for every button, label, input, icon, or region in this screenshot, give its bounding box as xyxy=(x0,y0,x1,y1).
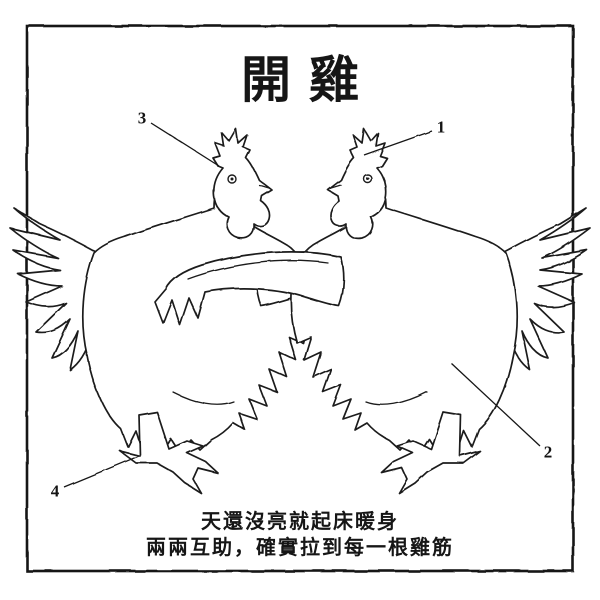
border-frame xyxy=(25,24,575,573)
caption-line-2: 兩兩互助，確實拉到每一根雞筋 xyxy=(146,537,454,559)
callout-line-2 xyxy=(451,363,541,447)
callout-label-4: 4 xyxy=(50,481,60,501)
callout-label-1: 1 xyxy=(436,117,446,137)
callout-line-3 xyxy=(150,122,220,167)
callout-label-3: 3 xyxy=(137,108,147,128)
caption-line-1: 天還沒亮就起床暖身 xyxy=(201,511,399,533)
callout-line-4 xyxy=(63,455,140,488)
callout-label-2: 2 xyxy=(543,442,553,462)
page-title: 開雞 xyxy=(241,52,377,108)
callout-line-1 xyxy=(363,130,433,156)
